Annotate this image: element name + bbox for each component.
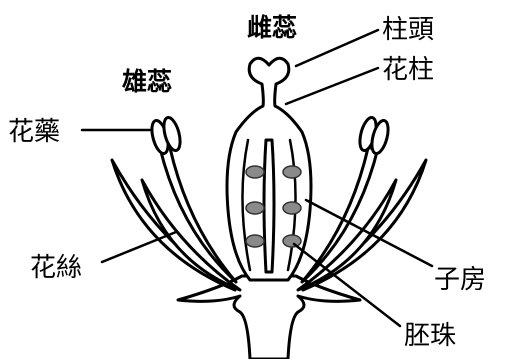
ovule xyxy=(246,202,264,214)
ovule xyxy=(283,166,301,178)
label-stamen: 雄蕊 xyxy=(121,67,172,96)
label-stigma: 柱頭 xyxy=(382,15,434,45)
label-ovary: 子房 xyxy=(434,265,486,295)
ovule xyxy=(283,235,301,247)
ovule xyxy=(283,202,301,214)
label-anther: 花藥 xyxy=(8,117,60,147)
label-ovule: 胚珠 xyxy=(404,321,456,351)
ovary-septum xyxy=(264,140,274,272)
ovule xyxy=(246,235,264,247)
ovule xyxy=(246,166,264,178)
receptacle xyxy=(178,276,360,359)
label-style: 花柱 xyxy=(382,55,434,85)
leader-style xyxy=(286,68,378,104)
leader-stigma xyxy=(296,30,378,66)
anther-left xyxy=(149,116,183,155)
label-pistil: 雌蕊 xyxy=(247,13,297,42)
label-filament: 花絲 xyxy=(30,253,82,283)
anther-right xyxy=(357,116,391,155)
